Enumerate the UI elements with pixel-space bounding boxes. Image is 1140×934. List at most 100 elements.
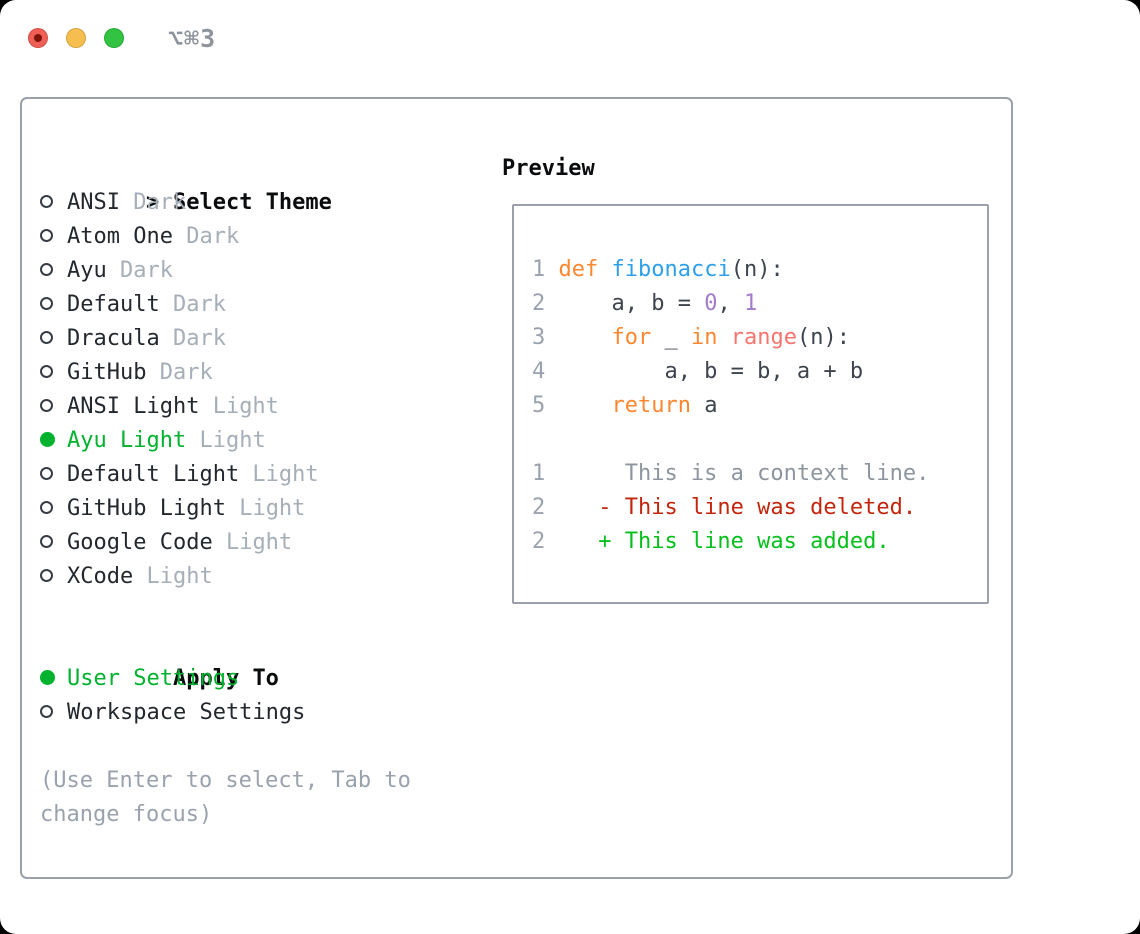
theme-option-ansi[interactable]: ANSI Dark — [40, 186, 490, 220]
keyboard-shortcut-label: ⌥⌘3 — [168, 24, 217, 53]
radio-circle — [40, 670, 55, 685]
option-label: GitHub — [67, 360, 147, 385]
option-label: GitHub Light — [67, 496, 226, 521]
radio-circle — [40, 501, 53, 514]
radio-circle — [40, 365, 53, 378]
option-label: Dracula — [67, 326, 160, 351]
radio-icon — [40, 696, 67, 730]
code-token: (n): — [730, 257, 784, 282]
line-number: 1 — [532, 461, 546, 486]
hint-gap — [40, 730, 490, 764]
radio-circle — [40, 705, 53, 718]
radio-icon — [40, 458, 67, 492]
radio-circle — [40, 331, 53, 344]
code-token: , — [717, 291, 744, 316]
close-button[interactable] — [28, 28, 48, 48]
code-token: + This line was added. — [558, 529, 890, 554]
option-variant-label: Light — [199, 394, 279, 419]
theme-option-github-light[interactable]: GitHub Light Light — [40, 492, 490, 526]
radio-selected-icon — [40, 424, 67, 458]
code-line — [532, 423, 987, 457]
option-label: Ayu Light — [67, 428, 187, 453]
radio-circle — [40, 297, 53, 310]
code-token — [598, 257, 611, 282]
code-token: def — [558, 257, 599, 282]
radio-circle — [40, 467, 53, 480]
theme-option-xcode[interactable]: XCode Light — [40, 560, 490, 594]
radio-circle — [40, 535, 53, 548]
line-number: 4 — [532, 359, 546, 384]
code-line: 5 return a — [532, 389, 987, 423]
code-token: a — [690, 393, 718, 418]
code-token: in — [690, 325, 718, 350]
code-token: fibonacci — [611, 257, 731, 282]
theme-option-dracula[interactable]: Dracula Dark — [40, 322, 490, 356]
option-label: Ayu — [67, 258, 107, 283]
option-variant-label: Dark — [106, 258, 173, 283]
theme-option-ayu[interactable]: Ayu Dark — [40, 254, 490, 288]
option-variant-label: Light — [186, 428, 266, 453]
theme-option-default-light[interactable]: Default Light Light — [40, 458, 490, 492]
option-variant-label: Light — [225, 496, 306, 521]
radio-icon — [40, 560, 67, 594]
code-line: 2 - This line was deleted. — [532, 491, 987, 525]
option-label: Default Light — [67, 462, 240, 487]
code-token: return — [611, 393, 691, 418]
radio-icon — [40, 322, 67, 356]
code-line: 2 + This line was added. — [532, 525, 987, 559]
theme-option-ayu-light[interactable]: Ayu Light Light — [40, 424, 490, 458]
option-label: Default — [67, 292, 160, 317]
radio-circle — [40, 569, 53, 582]
radio-circle — [40, 229, 53, 242]
line-number: 2 — [532, 529, 546, 554]
line-number: 2 — [532, 495, 546, 520]
option-label: ANSI Light — [67, 394, 200, 419]
theme-option-github[interactable]: GitHub Dark — [40, 356, 490, 390]
line-number: 2 — [532, 291, 546, 316]
theme-option-atom-one[interactable]: Atom One Dark — [40, 220, 490, 254]
option-variant-label: Dark — [159, 326, 226, 351]
apply-option-user-settings[interactable]: User Settings — [40, 662, 490, 696]
code-token: (n): — [796, 325, 850, 350]
close-dot-icon — [34, 34, 42, 42]
window-controls — [28, 28, 124, 48]
code-line: 3 for _ in range(n): — [532, 321, 987, 355]
minimize-button[interactable] — [66, 28, 86, 48]
radio-circle — [40, 263, 53, 276]
radio-circle — [40, 399, 53, 412]
keyboard-hint: (Use Enter to select, Tab to change focu… — [40, 768, 411, 827]
theme-option-ansi-light[interactable]: ANSI Light Light — [40, 390, 490, 424]
theme-option-default[interactable]: Default Dark — [40, 288, 490, 322]
code-token — [558, 393, 611, 418]
radio-icon — [40, 356, 67, 390]
code-token: a, b = b, a + b — [558, 359, 864, 384]
code-line: 1 This is a context line. — [532, 457, 987, 491]
list-gap — [40, 594, 490, 628]
code-line: 4 a, b = b, a + b — [532, 355, 987, 389]
code-token — [717, 325, 730, 350]
option-variant-label: Light — [212, 530, 293, 555]
apply-option-workspace-settings[interactable]: Workspace Settings — [40, 696, 490, 730]
cursor-icon: > — [145, 190, 160, 215]
code-token — [558, 325, 611, 350]
radio-circle — [40, 432, 55, 447]
option-variant-label: Dark — [159, 292, 226, 317]
zoom-button[interactable] — [104, 28, 124, 48]
radio-selected-icon — [40, 662, 67, 696]
preview-title: Preview — [502, 156, 595, 181]
code-token: range — [730, 325, 797, 350]
theme-option-google-code[interactable]: Google Code Light — [40, 526, 490, 560]
code-token: _ — [651, 325, 691, 350]
option-label: XCode — [67, 564, 134, 589]
option-label: Google Code — [67, 530, 213, 555]
select-theme-header: >Select Theme — [40, 152, 490, 215]
option-variant-label: Dark — [172, 224, 240, 249]
